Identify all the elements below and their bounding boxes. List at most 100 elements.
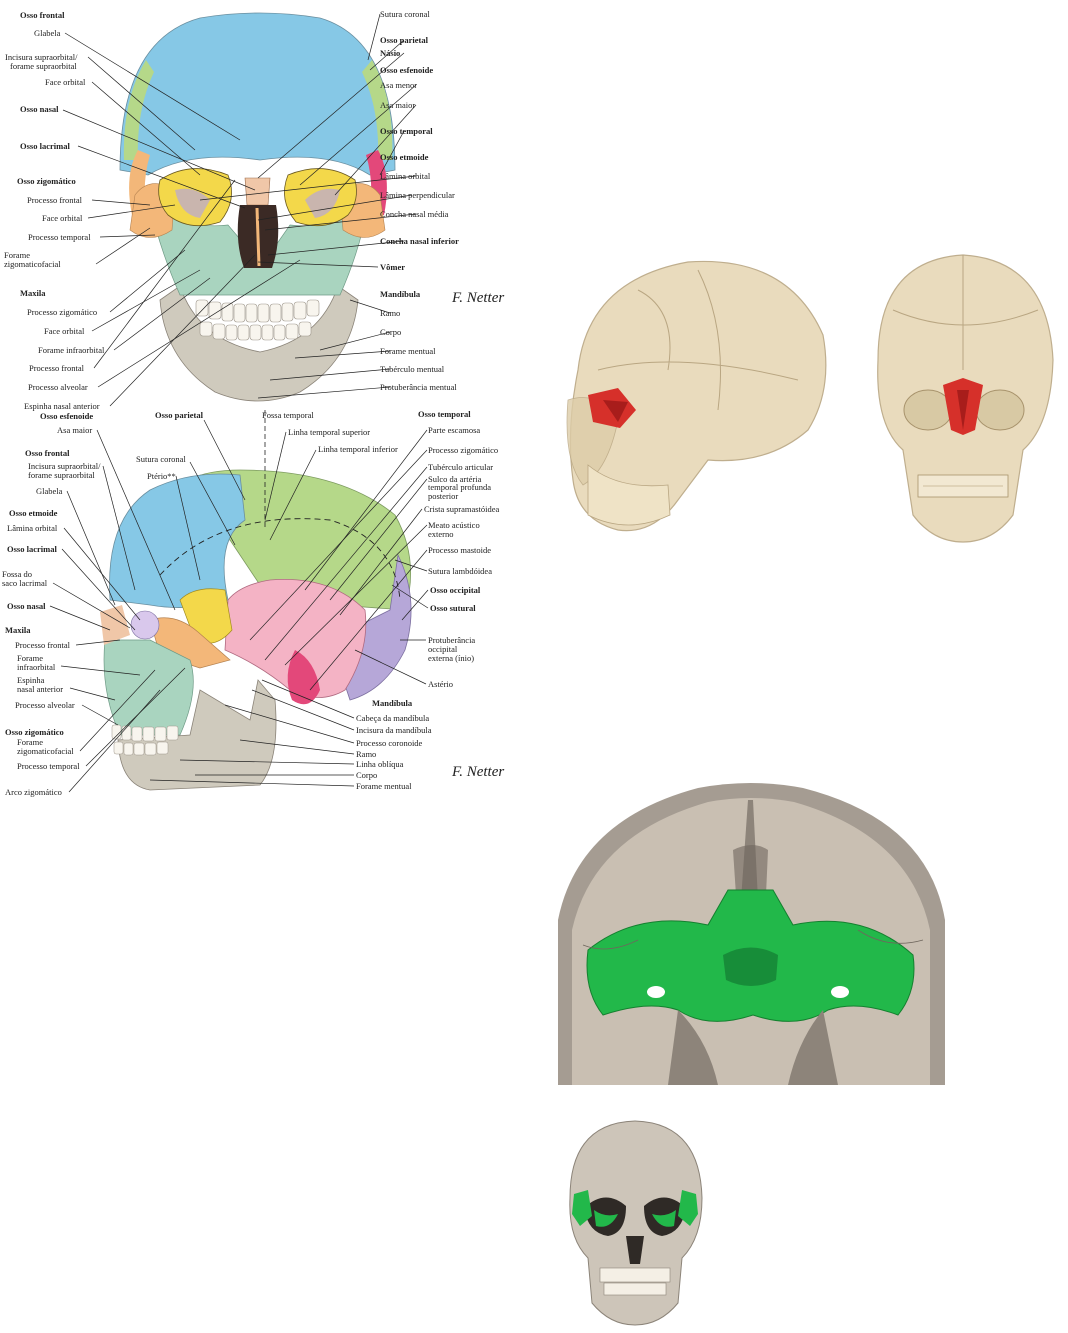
- zygomatic-skull-panel: [560, 1118, 710, 1328]
- leader-line: [69, 687, 116, 701]
- label-espinha: Espinha: [17, 675, 45, 685]
- leader-line: [109, 249, 186, 313]
- leader-line: [257, 194, 413, 221]
- anterior-skull-drawing: [119, 12, 396, 402]
- label-processo-zigomatico: Processo zigomático: [27, 307, 97, 317]
- label-temporal-profunda: temporal profunda: [428, 482, 491, 492]
- leader-line: [391, 584, 429, 609]
- label-protuberancia-mentual: Protuberância mentual: [380, 382, 457, 392]
- label-lamina-orbital: Lâmina orbital: [7, 523, 58, 533]
- leader-line: [91, 199, 151, 206]
- label-parte-escamosa: Parte escamosa: [428, 425, 480, 435]
- mandible-anterior: [159, 285, 359, 402]
- leader-line: [349, 299, 391, 314]
- label-processo-frontal: Processo frontal: [15, 640, 71, 650]
- label-fossa-do: Fossa do: [2, 569, 32, 579]
- translucent-skull-frontal: [877, 254, 1054, 543]
- leader-line: [264, 466, 428, 661]
- label-forame: Forame: [17, 737, 43, 747]
- netter-signature-2: F. Netter: [451, 764, 504, 780]
- leader-line: [64, 32, 241, 141]
- leader-line: [369, 39, 405, 71]
- leader-line: [394, 559, 428, 572]
- label-glabela: Glabela: [34, 28, 61, 38]
- teeth-lateral: [111, 724, 179, 756]
- label-maxila: Maxila: [20, 288, 46, 298]
- frontal-bone-lateral: [109, 473, 246, 608]
- label-sutura-lambdoidea: Sutura lambdóidea: [428, 566, 492, 576]
- label-lamina-orbital: Lâmina orbital: [380, 171, 431, 181]
- leader-line: [99, 234, 156, 238]
- leader-line: [269, 368, 391, 381]
- label-forame-mentual: Forame mentual: [380, 346, 436, 356]
- leader-line: [63, 527, 141, 621]
- leader-line: [309, 549, 428, 691]
- label-processo-zigomatico: Processo zigomático: [428, 445, 498, 455]
- leader-line: [77, 145, 246, 209]
- temporal-right-anterior: [366, 150, 387, 215]
- label-forame-infraorbital: Forame infraorbital: [38, 345, 105, 355]
- label-osso-zigomatico: Osso zigomático: [17, 176, 76, 186]
- leader-line: [354, 649, 427, 685]
- label-forame-supraorbital: forame supraorbital: [10, 61, 77, 71]
- leader-line: [93, 179, 236, 369]
- orbit-left-inner: [175, 188, 210, 218]
- translucent-skull-lateral: [566, 260, 827, 532]
- translucent-skulls-svg: [566, 254, 1054, 543]
- label-asa-maior: Asa maior: [380, 100, 415, 110]
- label-fossa-temporal: Fossa temporal: [262, 410, 314, 420]
- label-lamina-perpendicular: Lâmina perpendicular: [380, 190, 455, 200]
- leader-line: [304, 429, 428, 591]
- leader-line: [175, 475, 201, 581]
- label-linha-obliqua: Linha oblíqua: [356, 759, 404, 769]
- leader-line: [49, 605, 111, 631]
- label-linha-temporal-inferior: Linha temporal inferior: [318, 444, 398, 454]
- label-processo-frontal: Processo frontal: [27, 195, 83, 205]
- label-incisura-supraorbital: Incisura supraorbital/: [5, 52, 78, 62]
- netter-signature-1: F. Netter: [451, 290, 504, 306]
- zygomatic-skull-svg: [569, 1120, 703, 1326]
- label-osso-nasal: Osso nasal: [7, 601, 46, 611]
- label-processo-temporal: Processo temporal: [17, 761, 80, 771]
- label-incisura-supraorbital: Incisura supraorbital/: [28, 461, 101, 471]
- leader-line: [284, 524, 428, 666]
- leader-line: [79, 669, 156, 752]
- label-forame: Forame: [4, 250, 30, 260]
- cranial-base-svg: [558, 783, 945, 1085]
- label-osso-temporal: Osso temporal: [418, 409, 471, 419]
- teeth-anterior: [195, 299, 320, 341]
- leader-line: [52, 582, 131, 629]
- leader-line: [81, 704, 119, 726]
- leader-line: [96, 429, 176, 611]
- leader-line: [261, 679, 355, 719]
- parietal-right-anterior: [362, 60, 393, 160]
- label-face-orbital: Face orbital: [44, 326, 85, 336]
- mastoid-lateral: [287, 650, 320, 705]
- vomer-anterior: [255, 207, 261, 267]
- label-asa-maior: Asa maior: [57, 425, 92, 435]
- leader-line: [329, 478, 428, 601]
- leader-line: [264, 213, 417, 231]
- label-tuberculo-articular: Tubérculo articular: [428, 462, 493, 472]
- leader-line: [66, 490, 116, 606]
- label-externa-inio: externa (ínio): [428, 653, 474, 663]
- leader-line: [319, 331, 391, 351]
- translucent-skulls-panel: [558, 250, 1068, 550]
- label-asterio: Astério: [428, 679, 453, 689]
- label-forame-mentual: Forame mentual: [356, 781, 412, 791]
- label-osso-occipital: Osso occipital: [430, 585, 481, 595]
- label-sutura-coronal: Sutura coronal: [380, 9, 430, 19]
- label-cabeca-da-mandibula: Cabeça da mandíbula: [356, 713, 429, 723]
- leader-line: [257, 261, 379, 268]
- leader-line: [269, 449, 317, 541]
- temporal-bone-lateral: [224, 579, 367, 698]
- label-processo-frontal: Processo frontal: [29, 363, 85, 373]
- label-incisura-da-mandibula: Incisura da mandíbula: [356, 725, 432, 735]
- leader-line: [294, 350, 391, 359]
- temporal-lines-dashed: [159, 518, 401, 601]
- netter-skull-plate-svg: F. Netter F. Netter Osso frontalGlabelaI…: [2, 9, 504, 797]
